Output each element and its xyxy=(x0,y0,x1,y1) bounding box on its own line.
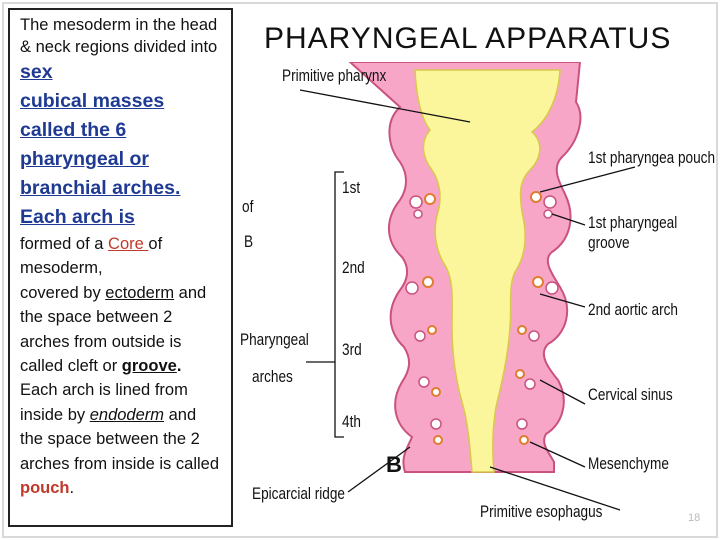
highlight-masses: cubical masses called the 6 pharyngeal o… xyxy=(20,90,181,199)
core-term: Core xyxy=(108,235,149,253)
lined-from-text: Each arch is lined from inside by xyxy=(20,381,188,424)
covered-by-text: covered by xyxy=(20,283,106,302)
formed-of-text: formed of a xyxy=(20,235,109,253)
label-pointers xyxy=(299,89,636,511)
label-b-large: B xyxy=(386,452,402,477)
endoderm-term: endoderm xyxy=(89,405,165,424)
label-first-pouch: 1st pharyngea pouch xyxy=(588,148,716,167)
space-inside-text: and the space between the 2 arches from … xyxy=(20,405,219,473)
label-mesenchyme: Mesenchyme xyxy=(588,454,669,473)
text-intro: The mesoderm in the head & neck regions … xyxy=(20,15,223,87)
intro-text: The mesoderm in the head & neck regions … xyxy=(20,16,218,56)
space-between-text: and the space between 2 arches from outs… xyxy=(20,283,207,376)
label-arch-1st: 1st xyxy=(342,178,361,197)
label-b-left: B xyxy=(244,232,254,251)
page-number: 18 xyxy=(688,512,701,524)
pharyngeal-apparatus-figure: Primitive pharynx 1st pharyngea pouch 1s… xyxy=(240,62,715,530)
groove-term: groove xyxy=(121,357,177,376)
label-second-aortic-arch: 2nd aortic arch xyxy=(588,300,678,319)
slide-title: PHARYNGEAL APPARATUS xyxy=(264,22,672,55)
ectoderm-term: ectoderm xyxy=(105,283,175,302)
period-1: . xyxy=(176,357,182,376)
label-of-left: of xyxy=(242,197,254,216)
highlight-sex: sex xyxy=(20,61,53,83)
period-2: . xyxy=(69,479,75,498)
text-body: formed of a Core of mesoderm,covered by … xyxy=(20,232,223,500)
figure-drawing xyxy=(299,62,636,511)
arch-cores xyxy=(405,191,559,445)
highlight-each-arch: Each arch is xyxy=(20,206,135,228)
label-first-groove: 1st pharyngeal groove xyxy=(588,213,678,252)
yellow-lumen xyxy=(414,69,561,473)
label-pharyngeal: Pharyngeal xyxy=(240,330,309,349)
label-arches: arches xyxy=(252,367,293,386)
text-panel: The mesoderm in the head & neck regions … xyxy=(8,8,233,527)
label-epicarcial-ridge: Epicarcial ridge xyxy=(252,484,345,503)
label-primitive-pharynx: Primitive pharynx xyxy=(282,66,387,85)
label-primitive-esophagus: Primitive esophagus xyxy=(480,502,603,521)
label-cervical-sinus: Cervical sinus xyxy=(588,385,673,404)
of-mesoderm-text: of mesoderm, xyxy=(20,235,163,278)
label-arch-4th: 4th xyxy=(342,412,361,431)
pouch-term: pouch xyxy=(20,479,70,498)
label-arch-2nd: 2nd xyxy=(342,258,365,277)
label-arch-3rd: 3rd xyxy=(342,340,362,359)
